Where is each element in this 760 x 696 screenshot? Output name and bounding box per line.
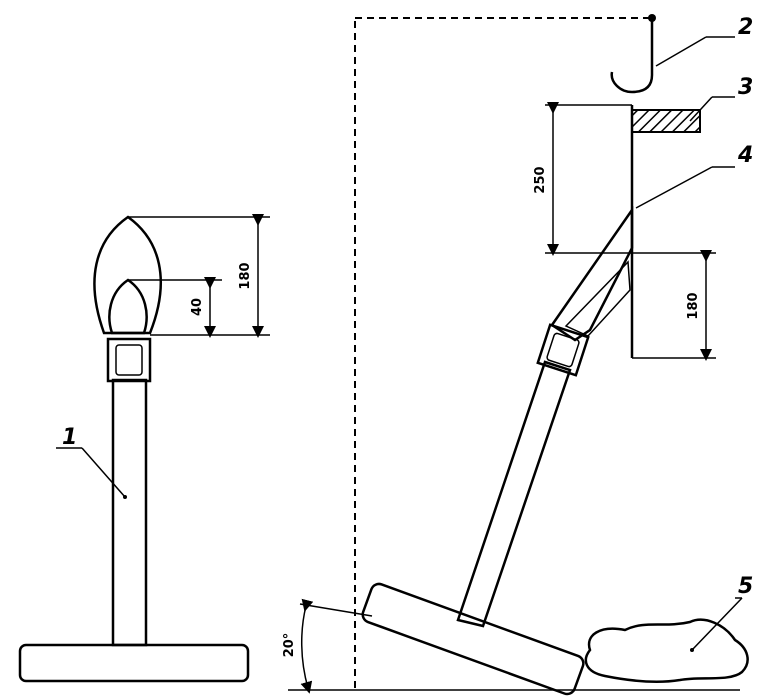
dim-right-250: 250 bbox=[533, 166, 548, 193]
callout-1-label: 1 bbox=[62, 425, 77, 450]
tilted-burner-nozzle bbox=[536, 323, 590, 377]
tilted-flame bbox=[550, 206, 634, 342]
debris-pile bbox=[584, 618, 749, 683]
callout-2-label: 2 bbox=[738, 15, 753, 40]
tilted-burner-stem bbox=[456, 360, 572, 628]
left-inner-flame bbox=[108, 278, 148, 335]
callout-3-label: 3 bbox=[738, 75, 753, 100]
left-burner-base bbox=[18, 643, 250, 683]
left-dimensions: 180 40 bbox=[128, 214, 270, 338]
callout-5-label: 5 bbox=[738, 574, 753, 599]
tilted-burner bbox=[361, 206, 634, 696]
dim-left-40: 40 bbox=[190, 298, 205, 316]
dim-left-180: 180 bbox=[238, 262, 253, 289]
right-dimensions: 250 180 bbox=[533, 102, 716, 361]
callout-4: 4 bbox=[635, 143, 753, 209]
hatched-specimen-holder bbox=[631, 109, 701, 133]
dashed-support-frame bbox=[354, 14, 656, 688]
callout-1: 1 bbox=[56, 425, 127, 499]
left-burner bbox=[18, 215, 250, 683]
angle-dimension: 20° bbox=[282, 598, 740, 694]
callout-5: 5 bbox=[690, 574, 753, 652]
hook bbox=[610, 20, 654, 94]
left-burner-nozzle bbox=[106, 337, 152, 383]
callout-2: 2 bbox=[655, 15, 753, 67]
tilted-burner-base bbox=[361, 582, 585, 696]
dim-angle: 20° bbox=[282, 633, 297, 658]
left-burner-stem bbox=[111, 378, 148, 647]
left-outer-flame bbox=[93, 215, 162, 335]
callout-3: 3 bbox=[689, 75, 753, 122]
dim-right-180: 180 bbox=[686, 292, 701, 319]
callout-4-label: 4 bbox=[737, 143, 753, 168]
